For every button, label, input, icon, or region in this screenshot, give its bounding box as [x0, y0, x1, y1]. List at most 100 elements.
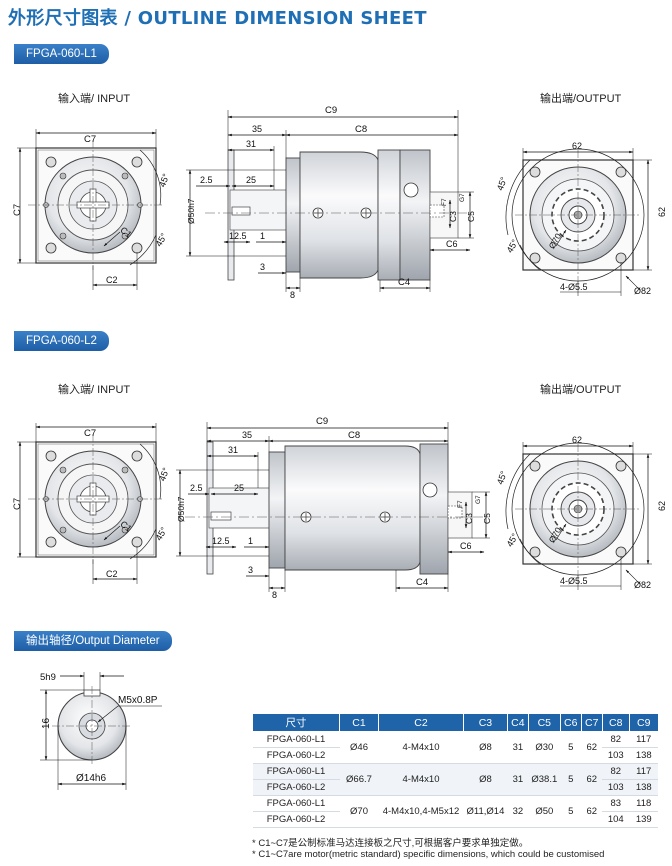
dim-12-5-l1: 12.5 — [229, 231, 247, 241]
cell-c3: Ø8 — [463, 763, 508, 796]
dim-c7-side-l1: C7 — [12, 204, 23, 216]
spec-table: 尺寸 C1 C2 C3 C4 C5 C6 C7 C8 C9 FPGA-060-L… — [252, 713, 659, 828]
dim-c9-l2: C9 — [316, 416, 328, 427]
header-size: 尺寸 — [252, 713, 340, 732]
angle-45-in-a-l2: 45° — [157, 466, 171, 483]
cell-model: FPGA-060-L2 — [252, 811, 340, 828]
cell-c9: 138 — [629, 779, 659, 796]
table-row: FPGA-060-L2 103 138 — [252, 747, 659, 764]
dim-35-l2: 35 — [242, 430, 252, 440]
table-row: FPGA-060-L1 Ø66.7 4-M4x10 Ø8 31 Ø38.1 5 … — [252, 763, 659, 796]
cell-c1: Ø46 — [339, 731, 379, 764]
dim-1-l1: 1 — [260, 231, 265, 241]
dim-c6-l2: C6 — [460, 541, 472, 551]
spec-table-header: 尺寸 C1 C2 C3 C4 C5 C6 C7 C8 C9 — [252, 713, 659, 732]
dim-c9-l1: C9 — [325, 105, 337, 116]
dim-35-l1: 35 — [252, 124, 262, 134]
dim-62-side-l1: 62 — [657, 207, 667, 217]
shaft-detail — [40, 672, 162, 790]
dim-holes-l2: 4-Ø5.5 — [560, 576, 588, 586]
cell-c6: 5 — [560, 763, 582, 796]
dim-2-5-l1: 2.5 — [200, 175, 213, 185]
note-chinese: * C1~C7是公制标准马达连接板之尺寸,可根据客户要求单独定做。 — [252, 838, 529, 849]
dim-12-5-l2: 12.5 — [212, 536, 230, 546]
cell-c9: 117 — [629, 731, 659, 748]
cell-c2: 4-M4x10 — [378, 731, 464, 764]
cell-model: FPGA-060-L1 — [252, 763, 340, 780]
shaft-diameter: Ø14h6 — [76, 773, 106, 784]
cell-c2: 4-M4x10,4-M5x12 — [378, 795, 464, 828]
table-row: FPGA-060-L1 Ø46 4-M4x10 Ø8 31 Ø30 5 62 8… — [252, 731, 659, 764]
dim-c4-l2: C4 — [416, 577, 428, 588]
header-c1: C1 — [339, 713, 379, 732]
output-view-label-l1: 输出端/OUTPUT — [540, 93, 622, 105]
section-tag-shaft: 输出轴径/Output Diameter — [14, 631, 172, 651]
note-english: * C1~C7are motor(metric standard) specif… — [252, 849, 605, 860]
dim-c2-l2: C2 — [106, 569, 118, 579]
cell-model: FPGA-060-L2 — [252, 779, 340, 796]
cell-c1: Ø66.7 — [339, 763, 379, 796]
table-row: FPGA-060-L2 103 138 — [252, 779, 659, 796]
cell-c8: 82 — [602, 763, 630, 780]
cell-c3: Ø11,Ø14 — [463, 795, 508, 828]
angle-45-out-b-l1: 45° — [505, 237, 521, 254]
cell-c6: 5 — [560, 731, 582, 764]
cell-c8: 83 — [602, 795, 630, 812]
cell-c9: 138 — [629, 747, 659, 764]
dim-c7-top-l2: C7 — [84, 428, 96, 439]
cell-c5: Ø50 — [528, 795, 561, 828]
cell-model: FPGA-060-L1 — [252, 731, 340, 748]
cell-c9: 117 — [629, 763, 659, 780]
header-c5: C5 — [527, 713, 561, 732]
dim-3-l1: 3 — [260, 262, 265, 272]
dim-25-l2: 25 — [234, 483, 244, 493]
angle-45-out-a-l2: 45° — [495, 469, 509, 486]
dim-3-l2: 3 — [248, 565, 253, 575]
header-c7: C7 — [580, 713, 603, 732]
section-tag-l2: FPGA-060-L2 — [14, 331, 109, 351]
header-c3: C3 — [463, 713, 508, 732]
dim-c5-tol-l2: G7 — [475, 495, 482, 504]
cell-c7: 62 — [581, 763, 603, 796]
cell-model: FPGA-060-L2 — [252, 747, 340, 764]
angle-45-in-a-l1: 45° — [157, 172, 171, 189]
header-c8: C8 — [601, 713, 630, 732]
cell-c4: 31 — [507, 731, 529, 764]
dim-phi50-l1: Ø50h7 — [186, 198, 196, 224]
dim-phi82-l2: Ø82 — [634, 580, 651, 590]
angle-45-out-a-l1: 45° — [495, 175, 509, 192]
dim-c8-l2: C8 — [348, 430, 360, 441]
dim-c7-top-l1: C7 — [84, 134, 96, 145]
shaft-thread: M5x0.8P — [118, 695, 158, 706]
dim-phi82-l1: Ø82 — [634, 286, 651, 296]
header-c4: C4 — [506, 713, 529, 732]
input-view-label-l1: 输入端/ INPUT — [58, 93, 131, 105]
dim-1-l2: 1 — [248, 536, 253, 546]
cell-c7: 62 — [581, 795, 603, 828]
dim-c3-l2: C3 — [464, 513, 474, 524]
dim-31-l1: 31 — [246, 139, 256, 149]
dim-c5-tol-l1: G7 — [459, 193, 466, 202]
shaft-key-width: 5h9 — [40, 672, 56, 683]
shaft-height: 16 — [41, 717, 52, 729]
dim-2-5-l2: 2.5 — [190, 483, 203, 493]
section-tag-l1: FPGA-060-L1 — [14, 44, 109, 64]
dim-8-l2: 8 — [272, 590, 277, 600]
cell-c6: 5 — [560, 795, 582, 828]
cell-c7: 62 — [581, 731, 603, 764]
dim-c2-l1: C2 — [106, 275, 118, 285]
cell-c8: 103 — [602, 747, 630, 764]
dim-8-l1: 8 — [290, 290, 295, 300]
dim-c7-side-l2: C7 — [12, 498, 23, 510]
cell-c3: Ø8 — [463, 731, 508, 764]
dim-c3-l1: C3 — [448, 211, 458, 222]
cell-c8: 82 — [602, 731, 630, 748]
cell-c1: Ø70 — [339, 795, 379, 828]
dim-holes-l1: 4-Ø5.5 — [560, 282, 588, 292]
table-row: FPGA-060-L1 Ø70 4-M4x10,4-M5x12 Ø11,Ø14 … — [252, 795, 659, 828]
input-view-label-l2: 输入端/ INPUT — [58, 384, 131, 396]
cell-c4: 31 — [507, 763, 529, 796]
dim-c3-tol-l2: F7 — [457, 500, 464, 508]
dim-c5-l1: C5 — [466, 211, 476, 222]
